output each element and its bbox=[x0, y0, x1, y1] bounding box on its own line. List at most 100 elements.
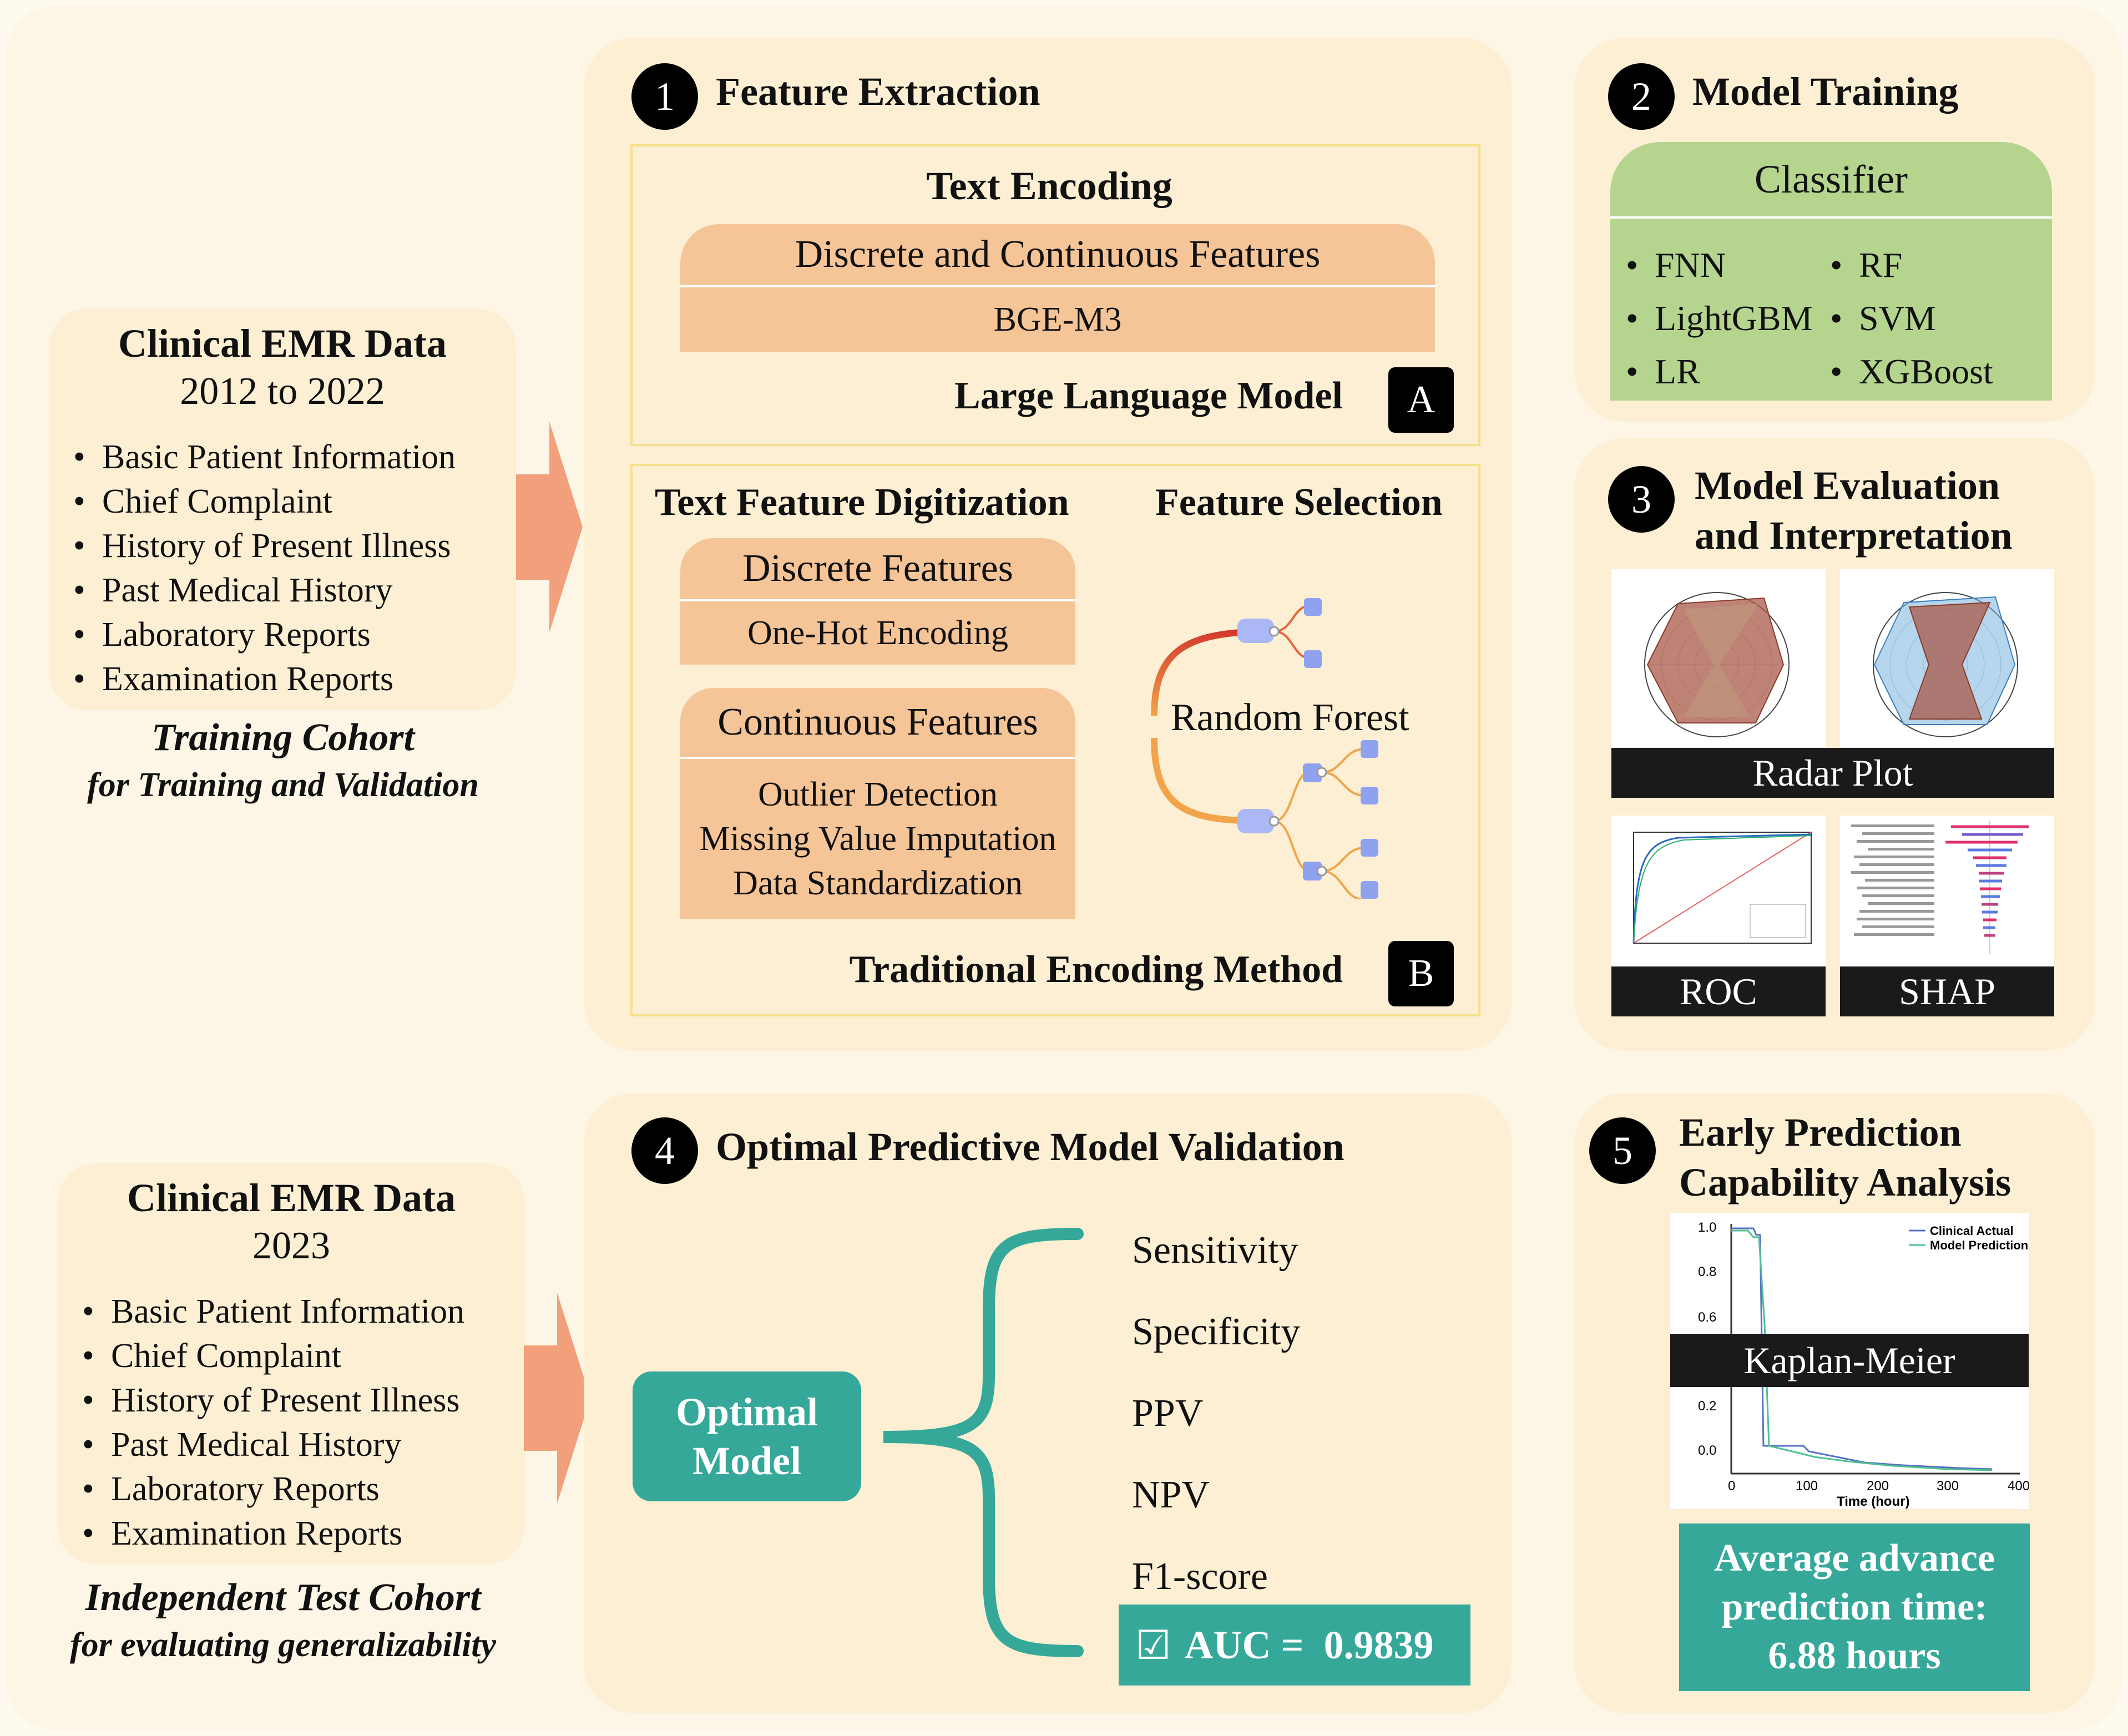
km-xtick: 200 bbox=[1867, 1479, 1889, 1494]
classifier-list-1: FNN LightGBM LR bbox=[1621, 239, 1812, 398]
classifier-item: FNN bbox=[1621, 239, 1812, 292]
metric-npv: NPV bbox=[1132, 1474, 1210, 1516]
validation-title: Optimal Predictive Model Validation bbox=[716, 1125, 1344, 1169]
km-xtick: 0 bbox=[1728, 1479, 1735, 1494]
metric-sensitivity: Sensitivity bbox=[1132, 1229, 1298, 1272]
classifier-box: Classifier FNN LightGBM LR RF SVM XGBoos… bbox=[1610, 142, 2052, 401]
emr-item: Examination Reports bbox=[78, 1511, 464, 1556]
radar-chart-thumbnail-2 bbox=[1840, 569, 2054, 748]
feature-extraction-title: Feature Extraction bbox=[716, 69, 1040, 114]
km-xtick: 300 bbox=[1937, 1479, 1959, 1494]
km-ytick: 0.2 bbox=[1698, 1399, 1716, 1414]
missing-value-imputation: Missing Value Imputation bbox=[699, 820, 1057, 858]
arrow-right-icon bbox=[516, 422, 583, 632]
metrics-list: Sensitivity Specificity PPV NPV F1-score bbox=[1132, 1209, 1300, 1617]
model-label: Model bbox=[693, 1439, 801, 1483]
emr-years: 2023 bbox=[252, 1224, 330, 1267]
roc-curve-icon bbox=[1632, 832, 1812, 944]
km-curve-icon: Clinical Actual Model Prediction 1.0 0.8… bbox=[1698, 1220, 2030, 1509]
km-ytick: 0.6 bbox=[1698, 1310, 1716, 1325]
step-number-3: 3 bbox=[1608, 466, 1675, 533]
discrete-features-box: Discrete Features bbox=[680, 538, 1075, 599]
shap-thumbnail bbox=[1840, 816, 2054, 966]
traditional-label: Traditional Encoding Method bbox=[849, 948, 1343, 991]
km-ytick: 1.0 bbox=[1698, 1220, 1716, 1235]
classifier-item: LightGBM bbox=[1621, 292, 1812, 345]
emr-item-list: Basic Patient Information Chief Complain… bbox=[78, 1289, 464, 1556]
random-forest-tree-icon bbox=[1151, 598, 1378, 899]
emr-training-box: Clinical EMR Data 2012 to 2022 Basic Pat… bbox=[49, 308, 516, 710]
checkbox-icon: ☑ bbox=[1135, 1622, 1171, 1668]
continuous-steps-box: Outlier Detection Missing Value Imputati… bbox=[680, 759, 1075, 919]
metric-f1: F1-score bbox=[1132, 1555, 1268, 1598]
emr-item: Chief Complaint bbox=[69, 479, 456, 524]
emr-item-list: Basic Patient Information Chief Complain… bbox=[69, 435, 456, 701]
divider bbox=[680, 599, 1075, 601]
auc-value: AUC = 0.9839 bbox=[1184, 1622, 1434, 1667]
roc-label: ROC bbox=[1611, 966, 1826, 1016]
auc-box: ☑ AUC = 0.9839 bbox=[1119, 1605, 1470, 1686]
bge-m3-box: BGE-M3 bbox=[680, 287, 1435, 352]
radar-chart-thumbnail-1 bbox=[1611, 569, 1826, 748]
model-evaluation-title-2: and Interpretation bbox=[1695, 513, 2013, 558]
step-number-1: 1 bbox=[631, 63, 698, 130]
km-ytick: 0.8 bbox=[1698, 1264, 1716, 1279]
kaplan-meier-label: Kaplan-Meier bbox=[1670, 1334, 2029, 1387]
emr-title: Clinical EMR Data bbox=[118, 321, 447, 366]
emr-item: History of Present Illness bbox=[78, 1378, 464, 1423]
km-xlabel: Time (hour) bbox=[1837, 1494, 1910, 1509]
early-prediction-title: Early Prediction bbox=[1679, 1110, 1962, 1155]
emr-test-box: Clinical EMR Data 2023 Basic Patient Inf… bbox=[58, 1163, 525, 1565]
curly-brace-icon bbox=[883, 1228, 1084, 1657]
text-encoding-heading: Text Encoding bbox=[926, 164, 1172, 208]
radar-plot-label: Radar Plot bbox=[1611, 748, 2054, 798]
arrow-right-icon bbox=[524, 1293, 590, 1504]
llm-label: Large Language Model bbox=[954, 374, 1343, 417]
emr-title: Clinical EMR Data bbox=[127, 1176, 456, 1220]
test-cohort-subcaption: for evaluating generalizability bbox=[69, 1626, 497, 1664]
emr-item: Laboratory Reports bbox=[69, 613, 456, 657]
average-advance-value: 6.88 hours bbox=[1768, 1634, 1941, 1677]
feature-selection-heading: Feature Selection bbox=[1155, 481, 1443, 524]
km-ytick: 0.0 bbox=[1698, 1443, 1716, 1458]
llm-encoding-box: Text Encoding Discrete and Continuous Fe… bbox=[630, 144, 1480, 446]
km-xtick: 400 bbox=[2008, 1479, 2029, 1494]
shap-label: SHAP bbox=[1840, 966, 2054, 1016]
emr-years: 2012 to 2022 bbox=[180, 370, 385, 413]
radar-chart-icon bbox=[1644, 592, 1790, 737]
continuous-features-box: Continuous Features bbox=[680, 688, 1075, 757]
emr-item: Past Medical History bbox=[69, 568, 456, 613]
digitization-heading: Text Feature Digitization bbox=[655, 481, 1069, 524]
data-standardization: Data Standardization bbox=[733, 864, 1023, 902]
shap-plot-icon bbox=[1851, 821, 2029, 954]
classifier-item: SVM bbox=[1826, 292, 1993, 345]
optimal-model-box: Optimal Model bbox=[633, 1371, 861, 1501]
km-legend-actual: Clinical Actual bbox=[1930, 1224, 2014, 1238]
metric-ppv: PPV bbox=[1132, 1392, 1204, 1435]
optimal-label: Optimal bbox=[675, 1390, 818, 1434]
radar-chart-icon bbox=[1873, 592, 2018, 737]
training-cohort-subcaption: for Training and Validation bbox=[87, 766, 479, 804]
model-evaluation-title: Model Evaluation bbox=[1695, 463, 2000, 508]
tag-b: B bbox=[1388, 941, 1454, 1006]
emr-item: Examination Reports bbox=[69, 657, 456, 701]
onehot-box: One-Hot Encoding bbox=[680, 601, 1075, 665]
classifier-heading: Classifier bbox=[1755, 156, 1908, 201]
emr-item: Chief Complaint bbox=[78, 1334, 464, 1378]
divider bbox=[1610, 216, 2052, 219]
emr-item: Past Medical History bbox=[78, 1423, 464, 1467]
classifier-list-2: RF SVM XGBoost bbox=[1826, 239, 1993, 398]
emr-item: History of Present Illness bbox=[69, 524, 456, 568]
outlier-detection: Outlier Detection bbox=[757, 776, 998, 813]
average-advance-line2: prediction time: bbox=[1721, 1586, 1988, 1628]
classifier-item: RF bbox=[1826, 239, 1993, 292]
average-advance-line1: Average advance bbox=[1713, 1537, 1995, 1580]
test-cohort-caption: Independent Test Cohort bbox=[85, 1576, 481, 1619]
emr-item: Laboratory Reports bbox=[78, 1467, 464, 1511]
discrete-continuous-box: Discrete and Continuous Features bbox=[680, 224, 1435, 285]
random-forest-label: Random Forest bbox=[1171, 696, 1409, 739]
km-legend-prediction: Model Prediction bbox=[1930, 1238, 2028, 1252]
emr-item: Basic Patient Information bbox=[69, 435, 456, 479]
metric-specificity: Specificity bbox=[1132, 1310, 1301, 1353]
step-number-5: 5 bbox=[1589, 1117, 1656, 1184]
